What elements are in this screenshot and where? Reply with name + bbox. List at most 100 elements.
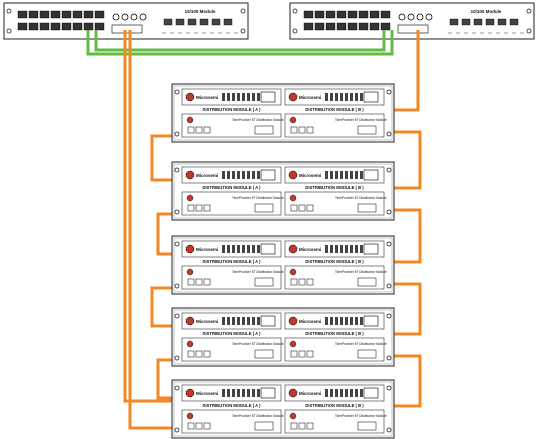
- output-port-icon: [254, 203, 274, 213]
- connector-icon: [306, 422, 314, 430]
- vent-slot-icon: [222, 317, 225, 325]
- ethernet-port-icon: [363, 169, 379, 181]
- chassis-inner-frame: [173, 237, 393, 293]
- brand-logo-icon: [289, 412, 297, 420]
- vent-slot-icon: [252, 245, 255, 253]
- brand-name: Microsemi: [299, 391, 321, 396]
- mount-hole-icon: [6, 28, 12, 34]
- vent-slot-icon: [222, 171, 225, 179]
- vent-slot-icon: [360, 317, 363, 325]
- rj45-port-icon: [72, 10, 83, 19]
- connector-icon: [298, 204, 306, 212]
- vent-slot-icon: [350, 317, 353, 325]
- vent-slot-icon: [257, 171, 260, 179]
- connector-icon: [306, 126, 314, 134]
- green-cable-right: [94, 30, 386, 52]
- mount-hole-icon: [240, 28, 246, 34]
- vent-slot-icon: [257, 93, 260, 101]
- vent-slot-icon: [350, 389, 353, 397]
- vent-slot-icon: [325, 171, 328, 179]
- mount-hole-icon: [386, 131, 392, 137]
- connector-icon: [187, 422, 195, 430]
- rj45-port-icon: [50, 22, 61, 31]
- rj45-port-icon: [369, 10, 380, 19]
- connector-icon: [306, 278, 314, 286]
- rj45-port-icon: [347, 10, 358, 19]
- bnc-connector-icon: [112, 13, 120, 21]
- module-title: DISTRIBUTION MODULE ( B ): [305, 107, 364, 112]
- bnc-connector-icon: [130, 13, 138, 21]
- mount-hole-icon: [174, 427, 180, 433]
- vent-slot-icon: [257, 317, 260, 325]
- vent-slot-icon: [345, 93, 348, 101]
- mount-hole-icon: [174, 355, 180, 361]
- vent-slot-icon: [360, 245, 363, 253]
- rj45-port-icon: [39, 22, 50, 31]
- ethernet-port-icon: [260, 169, 276, 181]
- rj45-port-icon: [94, 22, 105, 31]
- connector-icon: [195, 422, 203, 430]
- brand-logo-icon: [289, 116, 297, 124]
- brand-logo-icon: [186, 268, 194, 276]
- sfp-port-icon: [473, 18, 483, 26]
- vent-slot-icon: [325, 93, 328, 101]
- brand-logo-icon: [288, 316, 298, 326]
- rj45-port-icon: [369, 22, 380, 31]
- cables: [86, 30, 422, 430]
- connector-icon: [290, 350, 298, 358]
- connector-icon: [195, 350, 203, 358]
- module-title: DISTRIBUTION MODULE ( A ): [202, 107, 261, 112]
- orange-link-right-3: [394, 282, 422, 336]
- vent-slot-icon: [237, 171, 240, 179]
- mount-hole-icon: [386, 427, 392, 433]
- vent-slot-icon: [335, 171, 338, 179]
- connector-icon: [203, 278, 211, 286]
- orange-link-left-4: [156, 358, 172, 400]
- mount-hole-icon: [386, 167, 392, 173]
- module-top-panel: [284, 166, 385, 184]
- vent-slot-icon: [247, 389, 250, 397]
- brand-logo-icon: [185, 170, 195, 180]
- sfp-port-icon: [199, 18, 209, 26]
- vent-slot-icon: [350, 171, 353, 179]
- module-label: 10/100 Module: [471, 9, 502, 14]
- rj45-port-icon: [325, 22, 336, 31]
- ethernet-port-icon: [260, 91, 276, 103]
- module-title: DISTRIBUTION MODULE ( B ): [305, 185, 364, 190]
- vent-slot-icon: [325, 317, 328, 325]
- module-top-panel: [284, 312, 385, 330]
- module-description: TimeProvider 5T Distribution Module: [335, 342, 387, 346]
- rj45-port-icon: [17, 22, 28, 31]
- module-title: DISTRIBUTION MODULE ( B ): [305, 331, 364, 336]
- module-title: DISTRIBUTION MODULE ( A ): [202, 331, 261, 336]
- brand-logo-icon: [185, 316, 195, 326]
- mount-hole-icon: [174, 385, 180, 391]
- mount-hole-icon: [386, 241, 392, 247]
- vent-slot-icon: [355, 171, 358, 179]
- vent-slot-icon: [232, 317, 235, 325]
- bnc-connector-icon: [398, 13, 406, 21]
- rj45-port-icon: [94, 10, 105, 19]
- mount-hole-icon: [386, 209, 392, 215]
- rj45-port-icon: [380, 22, 391, 31]
- vent-slot-icon: [232, 93, 235, 101]
- vent-slot-icon: [355, 317, 358, 325]
- output-port-icon: [254, 277, 274, 287]
- brand-logo-icon: [288, 92, 298, 102]
- connector-icon: [306, 204, 314, 212]
- rj45-port-icon: [83, 22, 94, 31]
- rj45-port-icon: [325, 10, 336, 19]
- orange-link-left-1: [150, 134, 172, 182]
- module-description: TimeProvider 5T Distribution Module: [232, 414, 284, 418]
- vent-slot-icon: [247, 245, 250, 253]
- vent-slot-icon: [355, 245, 358, 253]
- vent-slot-icon: [340, 245, 343, 253]
- mount-hole-icon: [386, 355, 392, 361]
